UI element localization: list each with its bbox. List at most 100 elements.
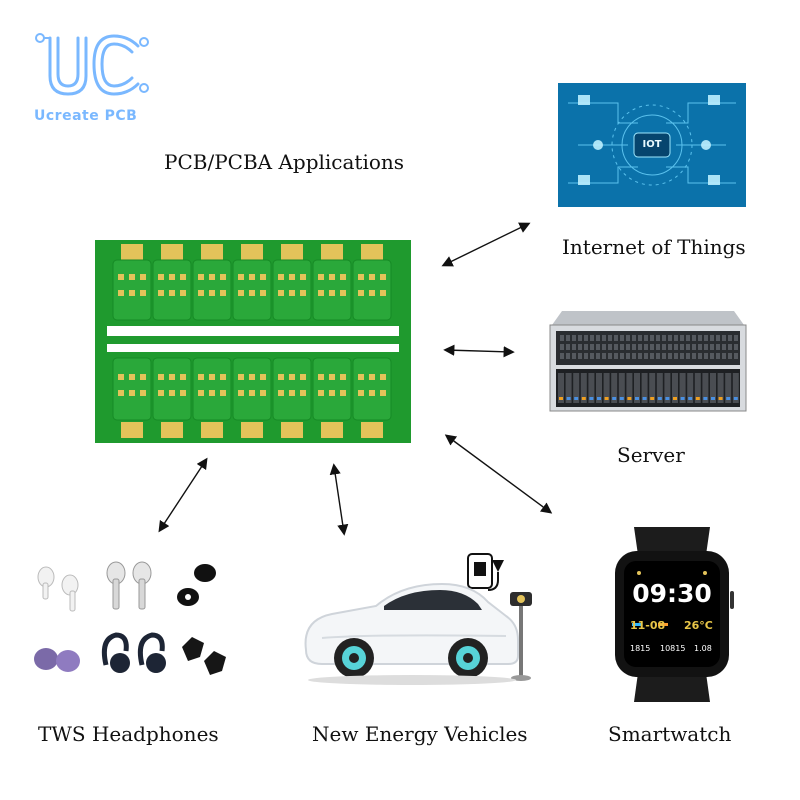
drive-bay <box>649 373 656 403</box>
uc-monogram <box>35 33 149 96</box>
vent-slot <box>716 353 720 359</box>
watch-date: 11-08 <box>630 619 666 632</box>
solder-pad <box>369 274 375 280</box>
solder-pad <box>380 374 386 380</box>
drive-bay <box>580 373 587 403</box>
vent-slot <box>632 335 636 341</box>
solder-pad <box>369 290 375 296</box>
solder-pad <box>198 374 204 380</box>
solder-pad <box>340 374 346 380</box>
watch-stat-3: 1.08 <box>694 644 712 653</box>
solder-pad <box>278 390 284 396</box>
vent-slot <box>638 335 642 341</box>
gold-finger <box>121 422 143 438</box>
charging-plug-icon <box>467 553 504 591</box>
vent-slot <box>716 335 720 341</box>
vent-slot <box>686 335 690 341</box>
vent-slot <box>668 353 672 359</box>
solder-pad <box>198 290 204 296</box>
vent-slot <box>656 335 660 341</box>
vent-slot <box>686 353 690 359</box>
vent-slot <box>716 344 720 350</box>
vent-slot <box>626 344 630 350</box>
solder-pad <box>169 274 175 280</box>
vent-slot <box>608 344 612 350</box>
solder-pad <box>289 274 295 280</box>
vent-slot <box>662 335 666 341</box>
vent-slot <box>578 335 582 341</box>
drive-bay <box>656 373 663 403</box>
label-smartwatch: Smartwatch <box>608 722 732 746</box>
label-nev: New Energy Vehicles <box>312 722 528 746</box>
vent-slot <box>596 353 600 359</box>
solder-pad <box>260 390 266 396</box>
vent-slot <box>560 353 564 359</box>
vent-slot <box>560 344 564 350</box>
solder-pad <box>209 374 215 380</box>
solder-pad <box>249 374 255 380</box>
vent-slot <box>692 335 696 341</box>
vent-slot <box>692 344 696 350</box>
vent-slot <box>566 335 570 341</box>
solder-pad <box>260 290 266 296</box>
drive-led <box>680 397 685 400</box>
vent-slot <box>650 335 654 341</box>
drive-led <box>657 397 662 400</box>
vent-slot <box>656 353 660 359</box>
solder-pad <box>118 274 124 280</box>
vent-slot <box>722 335 726 341</box>
solder-pad <box>209 290 215 296</box>
drive-led <box>711 397 715 400</box>
watch-time: 09:30 <box>632 579 712 608</box>
solder-pad <box>220 390 226 396</box>
gold-finger <box>161 244 183 260</box>
solder-pad <box>340 274 346 280</box>
vent-slot <box>620 335 624 341</box>
vent-slot <box>710 344 714 350</box>
drive-bay <box>558 373 564 403</box>
drive-bay <box>626 373 633 403</box>
vent-slot <box>704 353 708 359</box>
headphones-icon <box>34 561 226 675</box>
solder-pad <box>140 290 146 296</box>
drive-led <box>589 397 594 400</box>
vent-slot <box>566 344 570 350</box>
vent-slot <box>680 335 684 341</box>
drive-led <box>635 397 639 400</box>
solder-pad <box>180 390 186 396</box>
vent-slot <box>704 344 708 350</box>
vent-slot <box>620 353 624 359</box>
vent-slot <box>638 353 642 359</box>
solder-pad <box>289 374 295 380</box>
solder-pad <box>169 390 175 396</box>
solder-pad <box>118 390 124 396</box>
vent-slot <box>734 353 738 359</box>
vent-slot <box>578 353 582 359</box>
vent-slot <box>728 344 732 350</box>
solder-pad <box>358 390 364 396</box>
vent-slot <box>626 353 630 359</box>
solder-pad <box>238 374 244 380</box>
solder-pad <box>169 374 175 380</box>
drive-bay <box>679 373 686 403</box>
vent-slot <box>632 353 636 359</box>
drive-bay <box>565 373 572 403</box>
pcb-module <box>272 357 312 421</box>
solder-pad <box>220 374 226 380</box>
solder-pad <box>129 374 135 380</box>
vent-slot <box>602 353 606 359</box>
gold-finger <box>321 422 343 438</box>
solder-pad <box>140 374 146 380</box>
solder-pad <box>158 374 164 380</box>
vent-slot <box>650 353 654 359</box>
vent-slot <box>578 344 582 350</box>
vent-slot <box>614 344 618 350</box>
vent-slot <box>698 353 702 359</box>
drive-led <box>566 397 571 400</box>
vent-slot <box>644 353 648 359</box>
watch-stat-1: 1815 <box>630 644 651 653</box>
vent-slot <box>566 353 570 359</box>
pcb-module <box>312 357 352 421</box>
solder-pad <box>369 390 375 396</box>
solder-pad <box>249 274 255 280</box>
